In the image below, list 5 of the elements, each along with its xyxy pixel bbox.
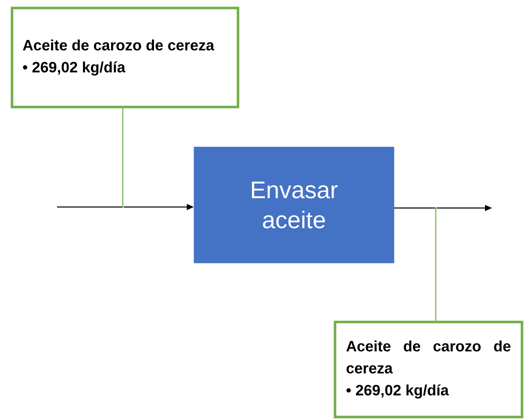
leader-line — [435, 208, 438, 322]
callout-box: Aceite de carozo de cereza • 269,02 kg/día — [10, 6, 240, 108]
callout-box: Aceite de carozo de cereza • 269,02 kg/día — [334, 320, 524, 418]
process-box: Envasar aceite — [194, 146, 394, 264]
leader-line — [122, 108, 124, 208]
